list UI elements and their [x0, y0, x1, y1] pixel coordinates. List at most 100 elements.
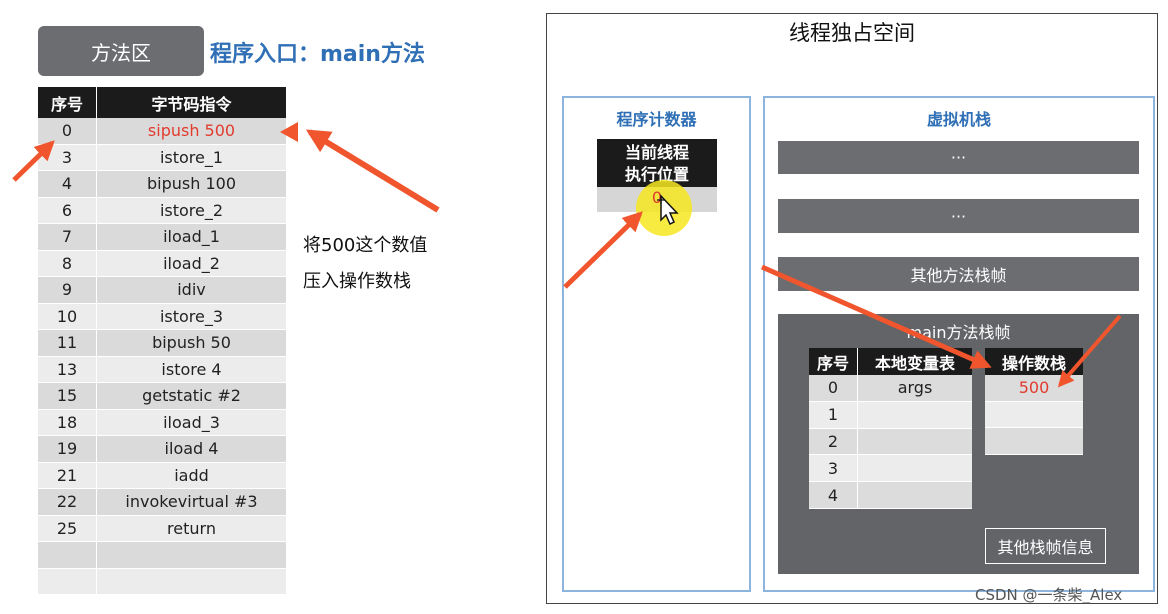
main-frame-title: main方法栈帧 [906, 323, 1011, 342]
bytecode-row: 0 sipush 500 [38, 118, 286, 145]
bytecode-table-header: 序号 字节码指令 [38, 87, 286, 118]
bytecode-row: 7 iload_1 [38, 224, 286, 251]
vm-stack-title: 虚拟机栈 [926, 110, 991, 129]
bytecode-table: 序号 字节码指令 0 sipush 500 3 istore_1 4 bipush 100… [38, 87, 286, 595]
local-variable-row: 3 [809, 455, 972, 483]
local-variable-index: 4 [809, 482, 858, 508]
local-variable-value: args [897, 378, 933, 398]
annotation-line: 将500这个数值 [303, 235, 428, 256]
program-counter-box [562, 96, 751, 592]
bytecode-instruction: getstatic #2 [142, 386, 241, 406]
bytecode-instruction [97, 569, 286, 595]
bytecode-instruction: iadd [174, 465, 209, 485]
bytecode-index: 21 [38, 462, 97, 488]
bytecode-index: 7 [38, 224, 97, 250]
bytecode-index: 8 [38, 250, 97, 276]
bytecode-instruction: istore_2 [159, 200, 224, 220]
bytecode-row: 8 iload_2 [38, 250, 286, 277]
bytecode-row: 11 bipush 50 [38, 330, 286, 357]
bytecode-row: 13 istore 4 [38, 356, 286, 383]
watermark: CSDN @一条柴_Alex [975, 586, 1123, 604]
column-header-index: 序号 [38, 87, 97, 118]
stack-frame: ··· [778, 141, 1139, 174]
local-variable-value [858, 402, 972, 428]
pc-header-line: 执行位置 [624, 165, 689, 184]
bytecode-index: 4 [38, 171, 97, 197]
bytecode-row: 21 iadd [38, 462, 286, 489]
local-variable-header: 序号 本地变量表 [809, 348, 972, 375]
bytecode-index: 3 [38, 144, 97, 170]
bytecode-index [38, 568, 97, 594]
operand-stack-header: 操作数栈 [985, 348, 1083, 375]
bytecode-row [38, 542, 286, 569]
bytecode-index [38, 542, 97, 568]
bytecode-index: 18 [38, 409, 97, 435]
program-counter-header: 当前线程 执行位置 [597, 139, 717, 187]
local-variable-value [858, 455, 972, 481]
bytecode-index: 15 [38, 383, 97, 409]
bytecode-index: 19 [38, 436, 97, 462]
operand-stack-slot [985, 428, 1083, 455]
bytecode-index: 11 [38, 330, 97, 356]
local-variable-index: 2 [809, 428, 858, 455]
bytecode-row: 4 bipush 100 [38, 171, 286, 198]
bytecode-instruction: istore 4 [161, 359, 222, 379]
other-frame-info: 其他栈帧信息 [985, 528, 1106, 564]
stack-frame: ··· [778, 199, 1139, 233]
local-variable-row: 2 [809, 428, 972, 456]
local-variable-value [858, 482, 972, 508]
local-variable-row: 4 [809, 482, 972, 509]
push-annotation: 将500这个数值 压入操作数栈 [303, 228, 427, 300]
bytecode-instruction: bipush 50 [152, 333, 231, 353]
bytecode-instruction: sipush 500 [147, 121, 236, 141]
bytecode-row [38, 568, 286, 595]
annotation-line: 压入操作数栈 [303, 271, 411, 292]
operand-stack: 操作数栈 500 [985, 348, 1083, 455]
method-area-tab: 方法区 [38, 26, 204, 76]
bytecode-rows: 0 sipush 500 3 istore_1 4 bipush 100 6 istore_2… [38, 118, 286, 595]
bytecode-row: 15 getstatic #2 [38, 383, 286, 410]
thread-space-frame [546, 13, 1158, 604]
bytecode-index: 22 [38, 489, 97, 515]
program-counter-title: 程序计数器 [616, 110, 697, 129]
bytecode-index: 10 [38, 303, 97, 329]
bytecode-row: 6 istore_2 [38, 197, 286, 224]
pc-header-line: 当前线程 [624, 143, 689, 162]
local-variable-row: 0 args [809, 375, 972, 402]
bytecode-index: 25 [38, 515, 97, 541]
local-variable-row: 1 [809, 401, 972, 429]
other-method-frame: 其他方法栈帧 [778, 257, 1139, 291]
bytecode-row: 22 invokevirtual #3 [38, 489, 286, 516]
bytecode-instruction: return [167, 518, 216, 538]
entry-point-label: 程序入口：main方法 [210, 42, 425, 67]
bytecode-instruction: iload_1 [163, 227, 220, 247]
bytecode-index: 0 [38, 118, 97, 144]
operand-stack-slot [985, 401, 1083, 428]
bytecode-row: 25 return [38, 515, 286, 542]
bytecode-instruction: bipush 100 [147, 174, 236, 194]
bytecode-instruction: iload_2 [163, 253, 220, 273]
bytecode-instruction: istore_1 [159, 147, 224, 167]
move-cursor-icon [655, 192, 685, 232]
bytecode-index: 6 [38, 197, 97, 223]
arrow-to-instruction [305, 129, 440, 213]
local-variable-index: 0 [809, 375, 858, 401]
operand-stack-slot: 500 [985, 375, 1083, 402]
bytecode-instruction: invokevirtual #3 [125, 492, 258, 512]
operand-stack-rows: 500 [985, 375, 1083, 455]
bytecode-row: 3 istore_1 [38, 144, 286, 171]
bytecode-instruction [97, 542, 286, 568]
bytecode-instruction: iload_3 [163, 412, 220, 432]
local-variable-index: 3 [809, 455, 858, 482]
bytecode-index: 13 [38, 356, 97, 382]
column-header-index: 序号 [809, 348, 858, 375]
local-variable-value [858, 429, 972, 455]
bytecode-index: 9 [38, 277, 97, 303]
column-header-instruction: 字节码指令 [151, 94, 232, 114]
bytecode-row: 18 iload_3 [38, 409, 286, 436]
local-variable-index: 1 [809, 401, 858, 428]
